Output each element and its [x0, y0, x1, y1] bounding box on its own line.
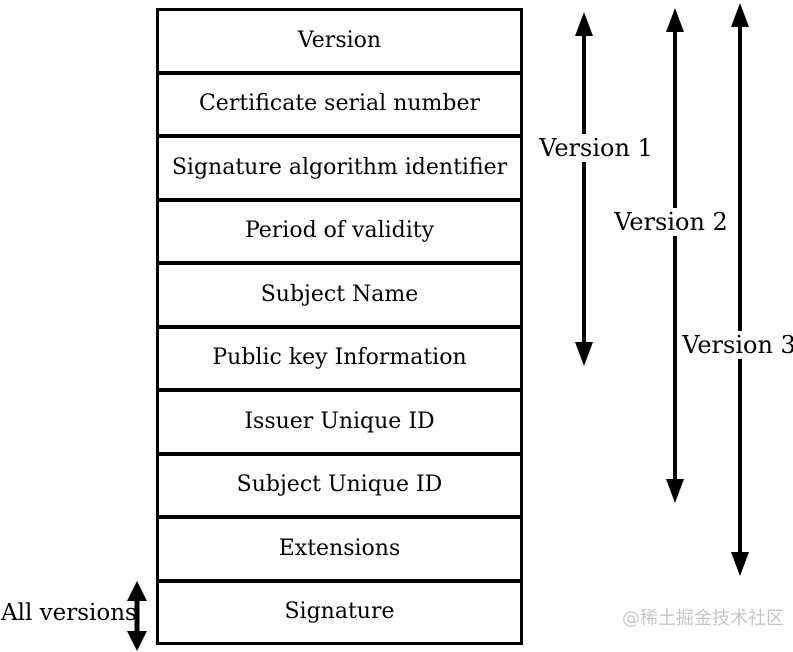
field-extensions: Extensions	[159, 519, 520, 583]
all-versions-label: All versions	[1, 600, 137, 626]
field-public-key-information: Public key Information	[159, 329, 520, 392]
field-period-of-validity: Period of validity	[159, 202, 520, 265]
watermark-text: @稀土掘金技术社区	[622, 608, 784, 629]
version3-span-arrow-icon	[731, 3, 749, 576]
field-signature: Signature	[284, 599, 395, 625]
version1-span-arrow-icon	[575, 12, 593, 366]
version2-span-arrow-icon	[666, 8, 684, 503]
field-signature-algorithm-identifier: Signature algorithm identifier	[159, 138, 520, 202]
field-subject-unique-id: Subject Unique ID	[159, 456, 520, 519]
certificate-fields-table: Version Certificate serial number Signat…	[156, 8, 523, 645]
field-version: Version	[159, 11, 520, 75]
version2-label: Version 2	[609, 208, 733, 236]
field-issuer-unique-id: Issuer Unique ID	[159, 392, 520, 456]
all-versions-span-arrow-icon	[127, 581, 147, 651]
version3-label: Version 3	[677, 331, 793, 359]
field-subject-name: Subject Name	[159, 265, 520, 329]
field-certificate-serial-number: Certificate serial number	[159, 75, 520, 138]
version1-label: Version 1	[534, 134, 658, 162]
